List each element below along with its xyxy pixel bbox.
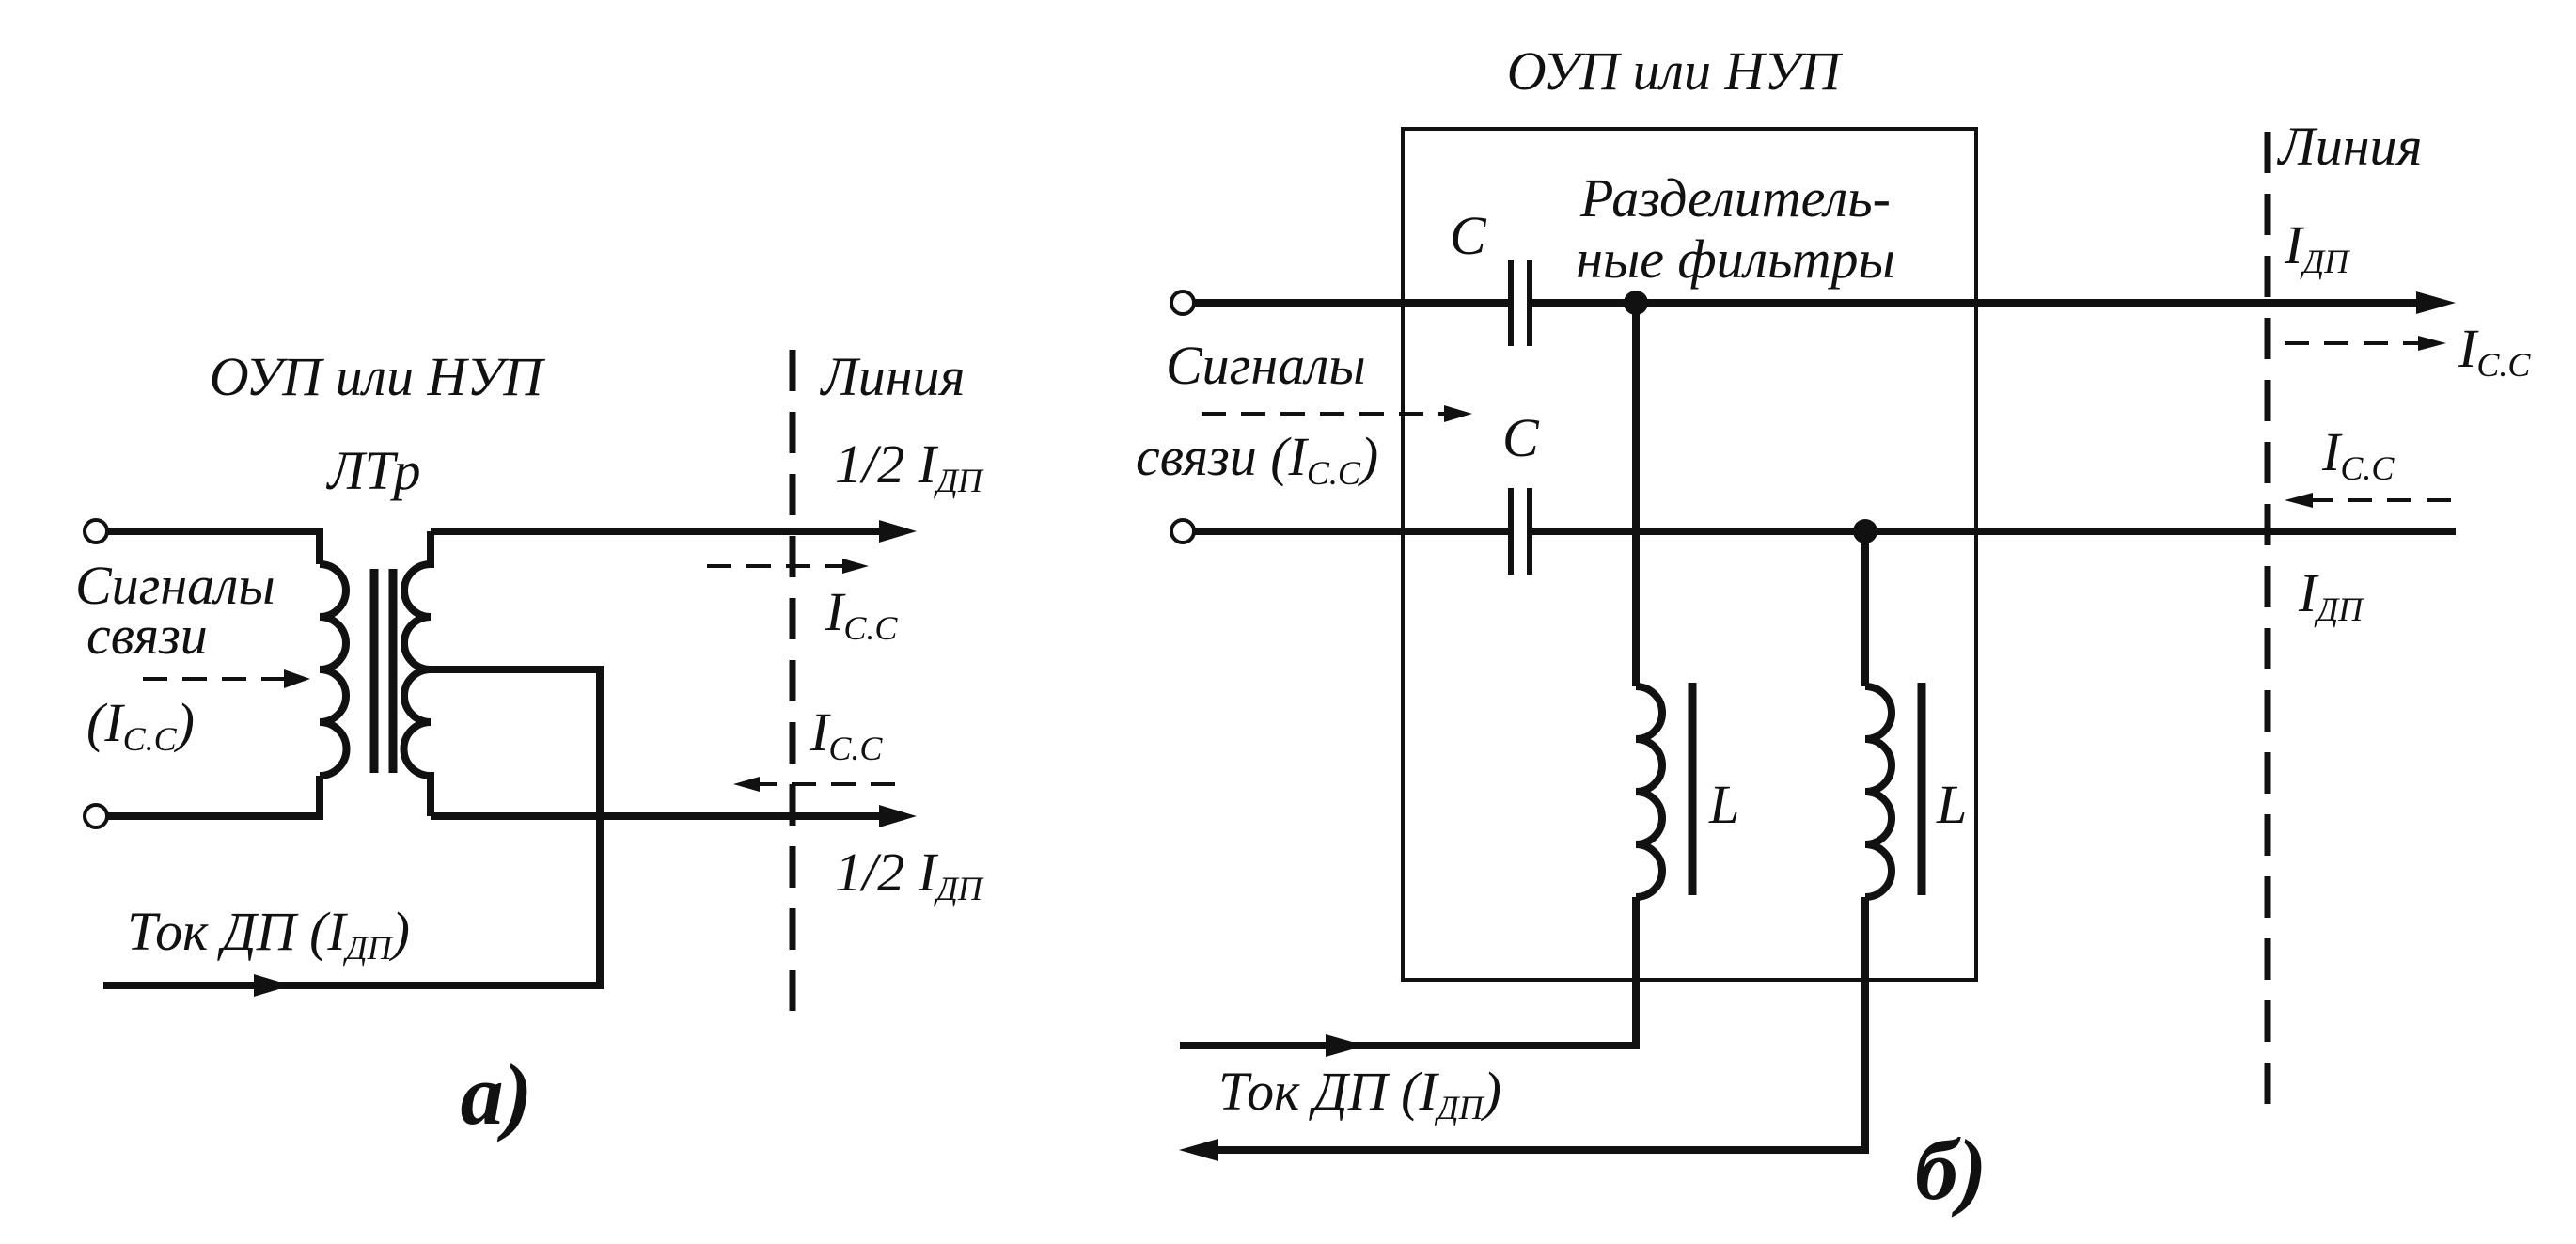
arrow-dc-supply [254,974,291,997]
bottom-signal-label: IС.С [2321,421,2395,487]
panel-b-header: ОУП или НУП [1507,40,1844,102]
bottom-dc-label: IДП [2298,562,2364,628]
caption-a: а) [461,1047,533,1142]
arrow-signal-input [284,669,310,688]
arrow-top-dc [2416,291,2456,314]
arrow-signal-input-b [1444,405,1472,422]
filters-line1: Разделитель- [1579,167,1891,228]
input-terminal-bottom-b[interactable] [1170,518,1196,544]
signals-a-line2: связи [86,605,208,666]
primary-lead-top [107,528,323,564]
signals-b-line1: Сигналы [1166,335,1366,396]
midpoint-tap-wire [103,666,604,989]
dc-current-b-label: Ток ДП (IДП) [1218,1061,1501,1126]
panel-a-line-label: Линия [819,346,965,407]
label-signal-in: IС.С [809,701,883,767]
left-branch-return [1180,897,1640,1049]
arrow-lower-dc [879,805,917,827]
label-signal-out: IС.С [825,581,898,647]
panel-b-line-label: Линия [2276,116,2422,177]
panel-a-header: ОУП или НУП [210,346,546,407]
secondary-winding-lower [400,666,434,816]
arrow-signal-out [842,559,869,574]
input-terminal-top-b[interactable] [1170,290,1196,316]
arrow-dc-in-b [1326,1034,1365,1057]
input-terminal-top[interactable] [83,518,109,544]
filters-line2: ные фильтры [1576,228,1895,290]
arrow-signal-out-b [2418,336,2446,351]
label-current-upper: 1/2 IДП [835,433,984,499]
label-current-lower: 1/2 IДП [835,842,984,907]
primary-winding [319,560,351,779]
signals-a-paren: (IС.С) [86,692,195,758]
input-terminal-bottom[interactable] [83,803,109,829]
inductor-left-label: L [1708,774,1739,835]
right-branch-return [1213,897,1869,1154]
secondary-winding-upper [401,531,434,673]
panel-a: ОУП или НУП ЛТр Линия [75,346,984,1142]
inductor-right-label: L [1936,774,1967,835]
top-dc-label: IДП [2284,214,2350,280]
primary-lead-bottom [107,776,323,820]
arrow-signal-in [733,777,760,792]
arrow-signal-in-b [2285,493,2313,508]
inductor-left [1635,683,1666,901]
dc-current-a-label: Ток ДП (IДП) [127,901,410,967]
signals-a-line1: Сигналы [75,555,275,616]
caption-b: б) [1915,1122,1987,1218]
top-signal-label: IС.С [2458,318,2531,384]
equipment-enclosure [1401,127,1978,982]
inductor-right [1864,683,1895,901]
signals-b-line2: связи (IС.С) [1136,426,1378,492]
cap-top-label: C [1450,205,1487,266]
panel-b: ОУП или НУП Линия [1136,40,2531,1218]
arrow-upper-dc [879,520,917,543]
transformer-label: ЛТр [325,440,420,501]
arrow-dc-out-b [1179,1139,1218,1161]
cap-bottom-label: C [1502,407,1540,468]
